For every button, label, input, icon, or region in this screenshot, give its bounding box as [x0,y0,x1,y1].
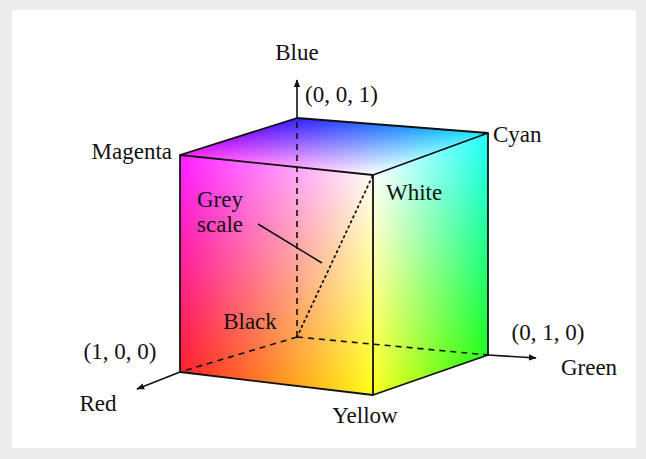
grey-diagonal [297,175,373,337]
coordinate-label: (0, 0, 1) [305,82,378,107]
coordinate-label: (1, 0, 0) [84,339,157,364]
cube-edges [180,118,488,395]
hidden-edges [180,118,488,372]
corner-label: White [386,180,442,205]
coordinate-label: (0, 1, 0) [512,320,585,345]
axis-label: Red [79,391,116,416]
corner-label: Cyan [493,122,542,147]
pastel-wash [180,118,488,395]
corner-label: Yellow [332,403,397,428]
diagonal-label: Grey scale [189,187,251,238]
axis-label: Blue [275,40,318,65]
corner-label: Black [223,309,277,334]
corner-label: Magenta [92,139,172,164]
leader-line [258,224,322,263]
axis-label: Green [561,355,617,380]
axis-arrows [137,80,536,389]
